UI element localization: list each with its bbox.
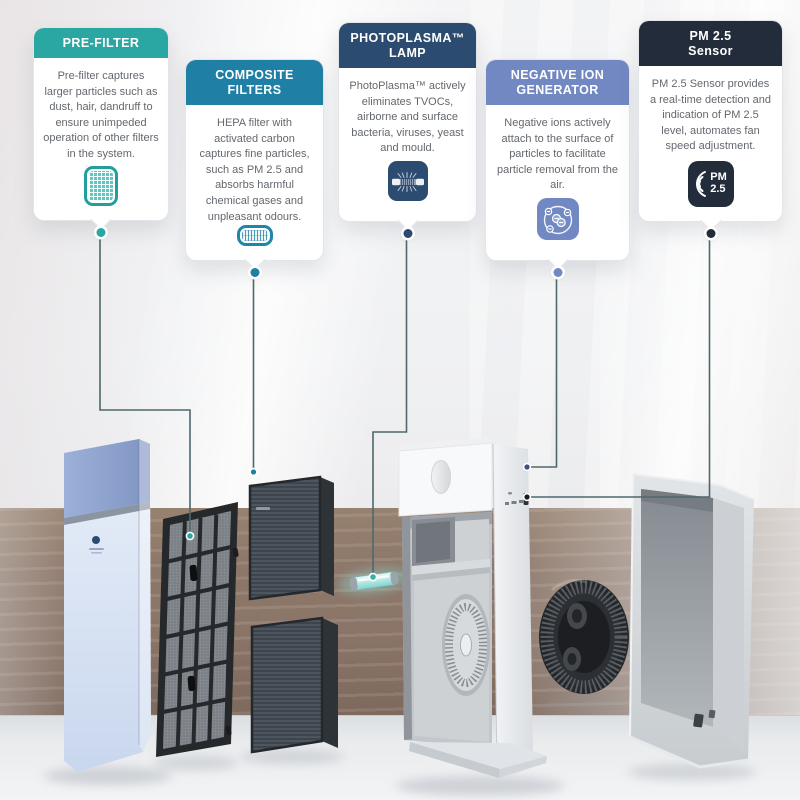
endpoint-dot-photoplasma [368,572,378,582]
leader-line-negative-ion [529,274,558,468]
pm25-signal-icon: PM 2.5 [687,161,734,207]
endpoint-dot-pre-filter [185,531,195,541]
body-knob [431,460,451,494]
callout-title: PRE-FILTER [34,28,168,58]
front-panel [64,439,151,772]
ion-particles-icon [536,197,580,246]
pleated-filter-icon [236,225,273,246]
leader-line-pre-filter [99,238,191,534]
callout-title: COMPOSITE FILTERS [186,60,323,105]
floor-shadows [44,698,756,796]
panel-clip [693,713,704,728]
callout-dot [250,268,259,277]
body-base [409,742,547,778]
uv-lamp-icon [387,160,429,207]
purifier-body [398,437,547,778]
callout-description: PhotoPlasma™ actively eliminates TVOCs, … [349,80,466,155]
callout-dot [553,268,562,277]
callout-composite-filters: COMPOSITE FILTERS HEPA filter with activ… [185,59,324,277]
callout-dot [96,228,106,237]
callout-description: PM 2.5 Sensor provides a real-time detec… [649,78,772,153]
leader-line-pm25 [529,236,711,498]
composite-filter-lower [250,616,338,754]
endpoint-dot-negative-ion [522,462,532,472]
blower-wheel [539,578,629,694]
mesh-grid-icon [84,166,118,206]
endpoint-dot-pm25 [522,492,532,502]
callout-description: Negative ions actively attach to the sur… [496,117,619,192]
composite-filter-upper [248,475,334,601]
filter-handle [187,675,196,692]
endpoint-dot-composite [249,467,258,477]
callout-dot [706,229,715,238]
signal-waves-icon [696,171,707,197]
callout-description: Pre-filter captures larger particles suc… [43,70,159,161]
callout-pre-filter: PRE-FILTER Pre-filter captures larger pa… [33,27,169,237]
back-panel [629,473,755,769]
pre-filter-panel [156,502,239,757]
filter-handle [189,564,198,582]
pm25-icon-label: PM 2.5 [710,171,727,195]
callout-dot [403,229,412,238]
callout-description: HEPA filter with activated carbon captur… [199,117,310,223]
brand-logo [92,536,100,544]
leader-line-photoplasma [372,236,408,574]
internal-fan [442,594,490,696]
